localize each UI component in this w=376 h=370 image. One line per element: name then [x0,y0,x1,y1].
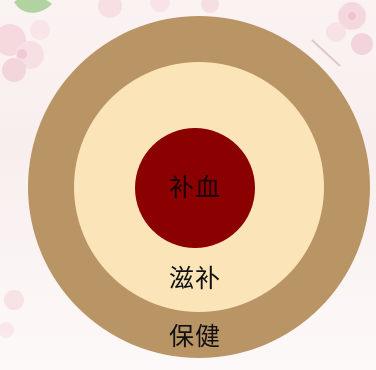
blossom-left [0,20,50,82]
blossom-bottom-left [0,290,24,338]
inner-label: 补血 [168,173,221,202]
blossom-right [311,2,373,67]
leaf-icon [14,0,52,13]
middle-label: 滋补 [168,264,221,293]
blossom-top [98,0,219,18]
outer-label: 保健 [168,322,221,351]
inner-circle [135,128,255,248]
